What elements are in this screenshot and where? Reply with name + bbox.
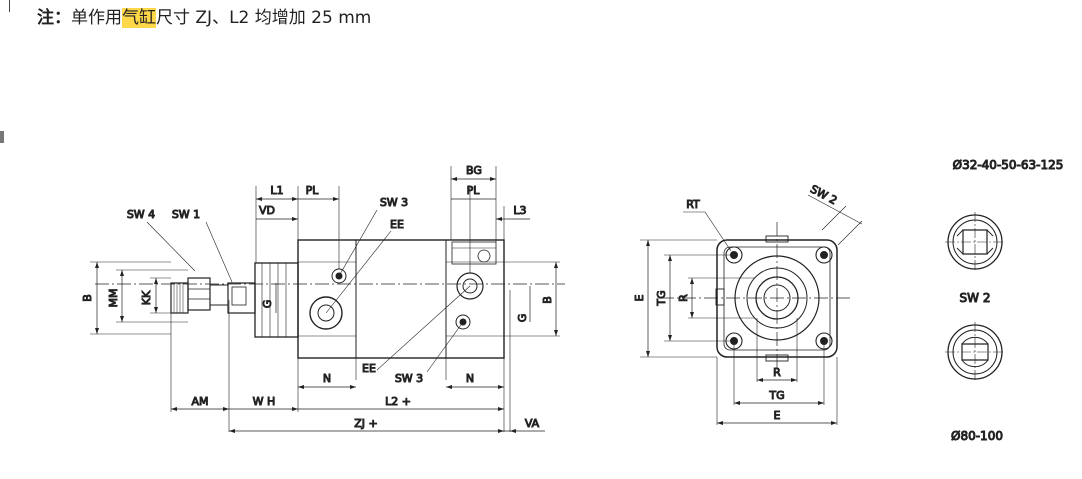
port-left	[309, 296, 343, 330]
left-edge-mark	[0, 131, 4, 143]
dim-pl-right: PL	[467, 184, 481, 197]
corner-screw-tr	[815, 246, 833, 264]
variant-details: Ø32-40-50-63-125 SW 2 Ø80-100	[945, 158, 1064, 444]
dim-n-right: N	[466, 372, 474, 385]
variant-flat-rod	[945, 322, 1005, 382]
dim-ee-bottom: EE	[362, 362, 376, 375]
end-rod	[755, 276, 799, 320]
side-view: BG PL L3 L1 PL VD SW 3 EE SW 4 SW 1 B MM…	[81, 164, 565, 433]
note-line: 注：单作用气缸尺寸 ZJ、L2 均增加 25 mm	[37, 7, 371, 29]
dim-zj: ZJ +	[354, 417, 378, 430]
dim-sw1: SW 1	[172, 208, 200, 221]
dim-pl-left: PL	[306, 184, 320, 197]
rod-thread	[170, 282, 189, 314]
dim-g-right: G	[516, 314, 529, 323]
dim-wh: W H	[253, 395, 276, 408]
end-profile	[716, 239, 838, 358]
dim-tg-bottom: TG	[768, 389, 784, 402]
dim-e-bottom: E	[774, 409, 781, 422]
dim-r-bottom: R	[773, 366, 781, 379]
dim-g-left: G	[261, 300, 274, 309]
dim-va: VA	[525, 417, 540, 430]
variant-label-bottom: Ø80-100	[951, 429, 1003, 443]
end-bearing-ring	[734, 255, 820, 341]
variant-sw2-label: SW 2	[960, 291, 991, 305]
dim-kk: KK	[140, 290, 153, 305]
dim-b-right: B	[541, 296, 554, 304]
screw-right	[455, 314, 471, 330]
dim-l2: L2 +	[385, 395, 411, 408]
dim-sw3-top: SW 3	[380, 196, 408, 209]
dim-b-left: B	[81, 294, 94, 302]
dim-rt: RT	[686, 198, 700, 211]
dim-mm: MM	[107, 289, 120, 308]
note-highlight: 气缸	[122, 8, 156, 28]
note-text-after: 尺寸 ZJ、L2 均增加 25 mm	[156, 8, 372, 28]
dim-l1: L1	[270, 184, 283, 197]
dim-n-left: N	[323, 372, 331, 385]
dim-r-left: R	[677, 294, 690, 302]
dim-ee-top: EE	[390, 218, 404, 231]
dim-tg-left: TG	[655, 290, 668, 306]
dim-l3: L3	[513, 204, 526, 217]
dim-sw4: SW 4	[127, 208, 155, 221]
dim-am: AM	[191, 395, 208, 408]
variant-label-top: Ø32-40-50-63-125	[953, 158, 1064, 172]
dim-vd: VD	[259, 204, 275, 217]
dim-bg: BG	[466, 164, 482, 177]
note-label: 注：	[37, 8, 71, 28]
variant-hex-rod	[945, 212, 1005, 272]
end-view: RT SW 2 E TG R R TG E	[633, 182, 863, 425]
rod-nut	[187, 277, 211, 311]
left-margin-bar	[9, 0, 10, 12]
note-text-before: 单作用	[71, 8, 122, 28]
dim-sw3-bottom: SW 3	[395, 372, 423, 385]
dim-e-left: E	[633, 294, 646, 301]
